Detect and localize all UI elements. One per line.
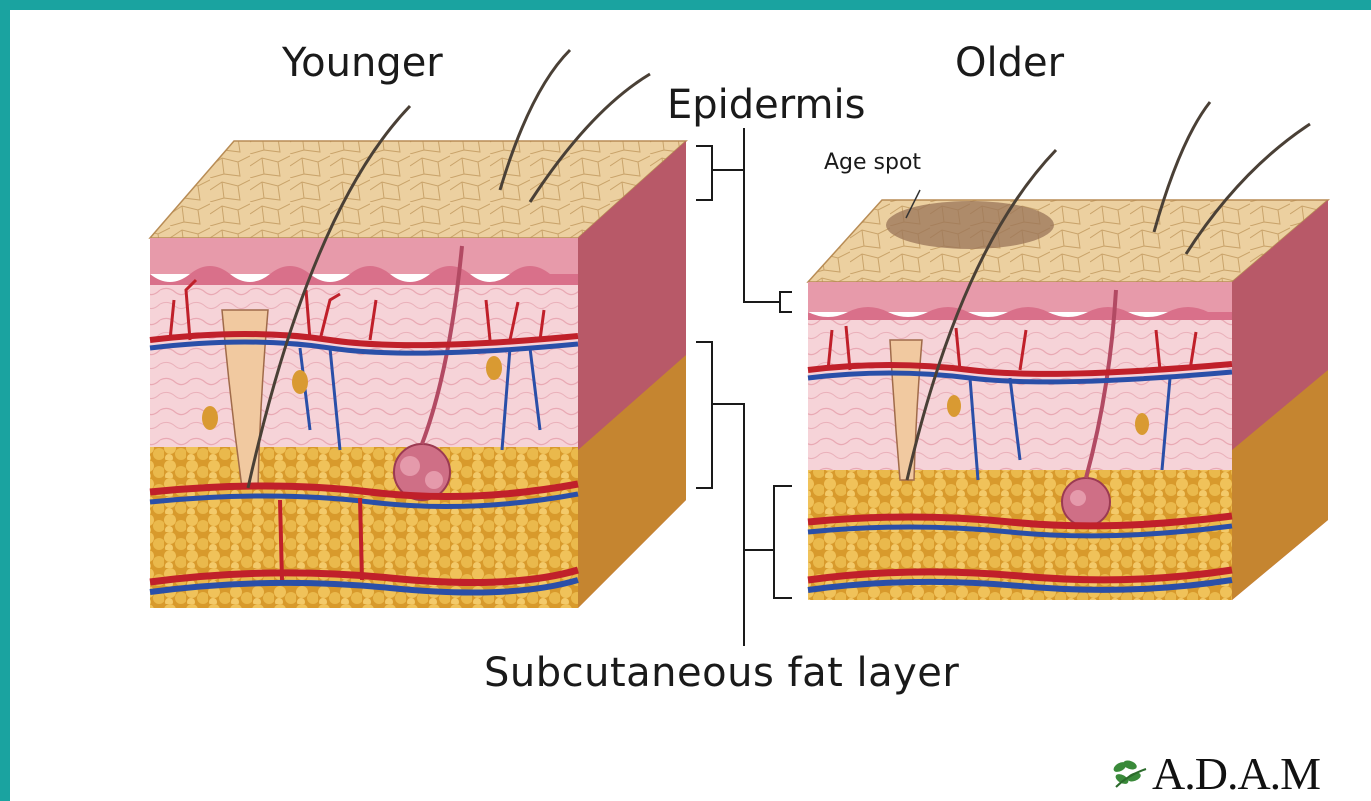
older-label: Older	[955, 40, 1064, 86]
subcutaneous-label: Subcutaneous fat layer	[484, 650, 959, 696]
younger-skin-block	[150, 50, 686, 608]
diagram-frame: Younger Older Epidermis Age spot Subcuta…	[10, 10, 1371, 801]
older-skin-block	[808, 102, 1328, 600]
epidermis-bracket	[696, 128, 792, 312]
epidermis-label: Epidermis	[667, 82, 865, 128]
logo-text: A.D.A.M	[1152, 747, 1320, 800]
younger-label: Younger	[282, 40, 443, 86]
age-spot-label: Age spot	[824, 150, 921, 175]
leaf-logo-icon	[1108, 757, 1152, 791]
adam-logo: A.D.A.M	[1108, 747, 1320, 800]
subcutaneous-bracket	[696, 342, 792, 646]
